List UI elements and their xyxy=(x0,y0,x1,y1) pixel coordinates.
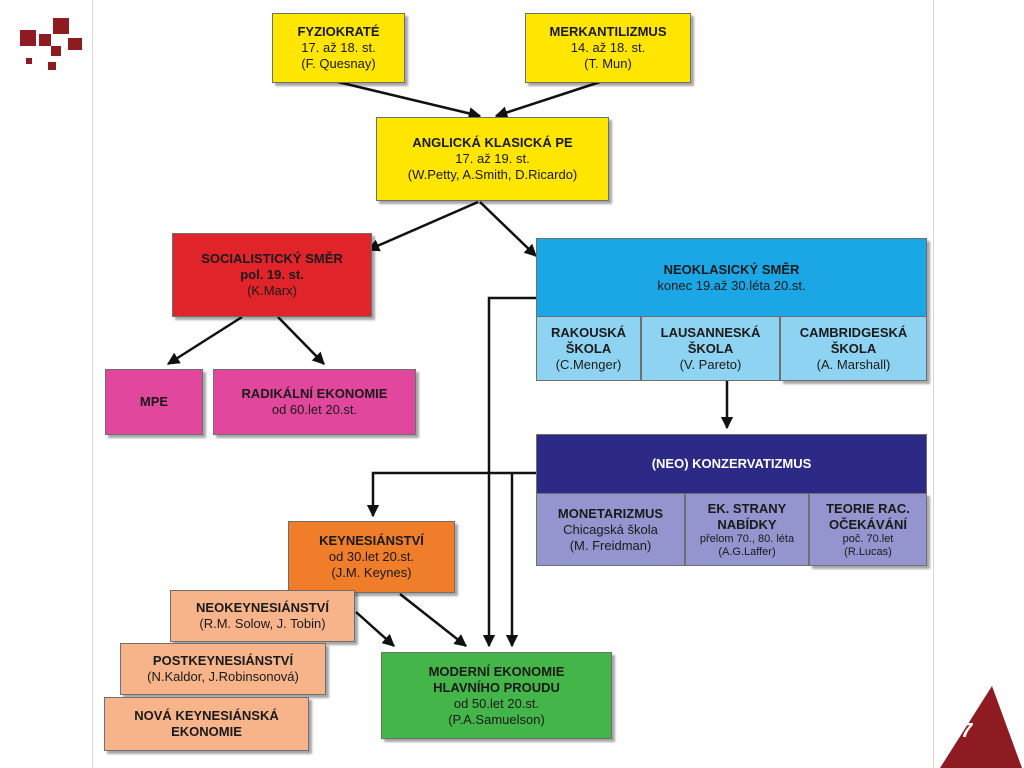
node-neo-konzervatizmus: (NEO) KONZERVATIZMUS xyxy=(536,434,927,493)
node-teorie-rac-ocekavani: TEORIE RAC. OČEKÁVÁNÍ poč. 70.let (R.Luc… xyxy=(809,493,927,566)
node-author: (A.G.Laffer) xyxy=(718,545,776,558)
node-title: NOVÁ KEYNESIÁNSKÁ xyxy=(134,708,279,723)
node-author: (C.Menger) xyxy=(555,356,622,372)
node-title-2: ŠKOLA xyxy=(565,340,612,356)
node-period: 17. až 19. st. xyxy=(455,151,530,166)
node-author: (R.M. Solow, J. Tobin) xyxy=(199,616,326,631)
arrow-merkantilizmus-anglicka xyxy=(494,80,601,119)
node-neokeynesianstvi: NEOKEYNESIÁNSTVÍ (R.M. Solow, J. Tobin) xyxy=(170,590,355,642)
node-title: EK. STRANY xyxy=(707,500,787,516)
arrow-neokeynesianstvi-moderni xyxy=(355,611,395,647)
node-author: (M. Freidman) xyxy=(569,537,652,553)
node-title: NEOKEYNESIÁNSTVÍ xyxy=(196,600,329,615)
node-title-2: HLAVNÍHO PROUDU xyxy=(433,679,560,695)
node-title: ANGLICKÁ KLASICKÁ PE xyxy=(412,135,573,150)
node-merkantilizmus: MERKANTILIZMUS 14. až 18. st. (T. Mun) xyxy=(525,13,691,83)
node-period: 14. až 18. st. xyxy=(570,40,646,55)
node-title-2: EKONOMIE xyxy=(171,724,242,739)
node-title: SOCIALISTICKÝ SMĚR xyxy=(201,251,343,266)
node-title: CAMBRIDGESKÁ xyxy=(799,324,908,340)
arrow-anglicka-neoklasicky xyxy=(479,201,537,257)
node-ek-strany-nabidky: EK. STRANY NABÍDKY přelom 70., 80. léta … xyxy=(685,493,809,566)
node-nova-keynesianska-ekonomie: NOVÁ KEYNESIÁNSKÁ EKONOMIE xyxy=(104,697,309,751)
node-author: (R.Lucas) xyxy=(844,545,892,558)
node-period: od 30.let 20.st. xyxy=(328,549,415,564)
node-keynesianstvi: KEYNESIÁNSTVÍ od 30.let 20.st. (J.M. Key… xyxy=(288,521,455,593)
node-title: POSTKEYNESIÁNSTVÍ xyxy=(152,653,294,668)
arrow-fyziokrate-anglicka xyxy=(337,80,482,120)
node-socialisticky-smer: SOCIALISTICKÝ SMĚR pol. 19. st. (K.Marx) xyxy=(172,233,372,317)
node-author: (K.Marx) xyxy=(247,283,297,298)
node-title: RADIKÁLNÍ EKONOMIE xyxy=(241,386,388,401)
node-postkeynesianstvi: POSTKEYNESIÁNSTVÍ (N.Kaldor, J.Robinsono… xyxy=(120,643,326,695)
node-title: KEYNESIÁNSTVÍ xyxy=(319,533,424,548)
node-title-2: OČEKÁVÁNÍ xyxy=(828,516,907,532)
node-period: pol. 19. st. xyxy=(240,267,304,282)
node-monetarizmus: MONETARIZMUS Chicagská škola (M. Freidma… xyxy=(536,493,685,566)
node-neoklasicky-smer: NEOKLASICKÝ SMĚR konec 19.až 30.léta 20.… xyxy=(536,238,927,316)
page-number: 17 xyxy=(950,720,973,742)
node-author: (J.M. Keynes) xyxy=(331,565,412,580)
node-period: přelom 70., 80. léta xyxy=(699,532,795,545)
node-author: (V. Pareto) xyxy=(679,356,742,372)
node-radikalni-ekonomie: RADIKÁLNÍ EKONOMIE od 60.let 20.st. xyxy=(213,369,416,435)
arrow-socialisticky-radikalni xyxy=(277,316,325,365)
node-fyziokrate: FYZIOKRATÉ 17. až 18. st. (F. Quesnay) xyxy=(272,13,405,83)
node-title-2: NABÍDKY xyxy=(717,516,777,532)
logo-icon xyxy=(18,14,90,74)
node-title: (NEO) KONZERVATIZMUS xyxy=(651,456,812,471)
node-author: (W.Petty, A.Smith, D.Ricardo) xyxy=(407,167,578,182)
node-period: 17. až 18. st. xyxy=(301,40,376,55)
page-corner-triangle-icon xyxy=(940,686,1022,768)
node-school: Chicagská škola xyxy=(563,521,658,537)
node-period: od 50.let 20.st. xyxy=(453,695,540,711)
node-title: FYZIOKRATÉ xyxy=(297,24,380,39)
node-moderni-ekonomie-hlavniho-proudu: MODERNÍ EKONOMIE HLAVNÍHO PROUDU od 50.l… xyxy=(381,652,612,739)
slide-border-left xyxy=(92,0,93,768)
node-title: TEORIE RAC. xyxy=(826,500,910,516)
arrow-konzervatizmus-keynesianstvi xyxy=(366,471,536,518)
node-lausanneska-skola: LAUSANNESKÁ ŠKOLA (V. Pareto) xyxy=(641,316,780,381)
node-title: LAUSANNESKÁ xyxy=(660,324,761,340)
arrow-socialisticky-mpe xyxy=(166,315,243,366)
node-title: MPE xyxy=(139,394,169,409)
node-author: (T. Mun) xyxy=(584,56,632,71)
node-title: NEOKLASICKÝ SMĚR xyxy=(663,261,800,277)
node-cambridgeska-skola: CAMBRIDGESKÁ ŠKOLA (A. Marshall) xyxy=(780,316,927,381)
node-author: (N.Kaldor, J.Robinsonová) xyxy=(147,669,299,684)
node-rakouska-skola: RAKOUSKÁ ŠKOLA (C.Menger) xyxy=(536,316,641,381)
node-period: konec 19.až 30.léta 20.st. xyxy=(657,277,806,293)
node-title-2: ŠKOLA xyxy=(687,340,734,356)
node-anglicka-klasicka-pe: ANGLICKÁ KLASICKÁ PE 17. až 19. st. (W.P… xyxy=(376,117,609,201)
node-title: MONETARIZMUS xyxy=(557,505,664,521)
node-author: (F. Quesnay) xyxy=(301,56,376,71)
node-title: MERKANTILIZMUS xyxy=(549,24,667,39)
node-period: od 60.let 20.st. xyxy=(271,402,358,417)
node-author: (P.A.Samuelson) xyxy=(448,711,545,727)
node-title: RAKOUSKÁ xyxy=(550,324,627,340)
node-title: MODERNÍ EKONOMIE xyxy=(428,663,565,679)
arrow-neoklasicky-moderni xyxy=(482,296,536,648)
arrow-anglicka-socialisticky xyxy=(366,200,479,252)
node-period: poč. 70.let xyxy=(842,532,894,545)
node-mpe: MPE xyxy=(105,369,203,435)
arrow-keynesianstvi-moderni xyxy=(399,593,467,647)
node-author: (A. Marshall) xyxy=(816,356,891,372)
node-title-2: ŠKOLA xyxy=(830,340,877,356)
slide-border-right xyxy=(933,0,934,768)
